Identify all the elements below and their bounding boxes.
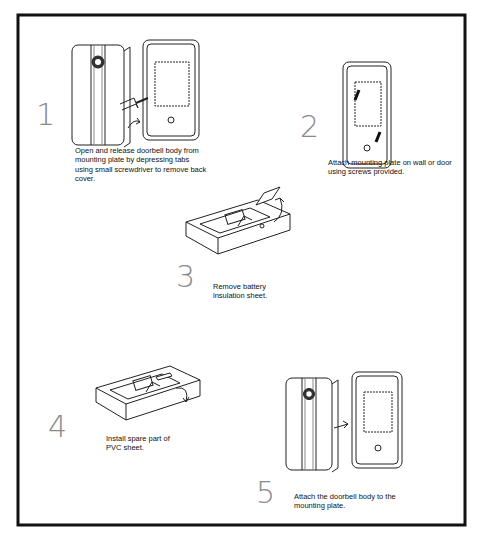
pvc-sheet (156, 373, 189, 402)
step-number: 3 (176, 262, 195, 292)
step-number: 4 (48, 412, 67, 442)
step-number: 1 (36, 100, 55, 130)
mounting-plate (352, 372, 402, 468)
step-caption: Attach mounting plate on wall or door us… (328, 158, 456, 177)
step-number: 5 (256, 478, 275, 508)
screwdriver (120, 98, 148, 128)
doorbell-back (96, 366, 200, 420)
mounting-plate (343, 62, 391, 168)
doorbell-back (186, 200, 290, 254)
step-caption: Remove battery insulation sheet. (213, 282, 293, 301)
doorbell-body (286, 378, 338, 472)
insulation-sheet (256, 187, 284, 222)
mounting-plate (143, 40, 199, 140)
attach-arrow (334, 421, 348, 428)
doorbell-body (72, 45, 130, 147)
step-caption: Install spare part of PVC sheet. (106, 434, 186, 453)
step-caption: Attach the doorbell body to the mounting… (294, 492, 404, 511)
step-number: 2 (300, 112, 319, 142)
step-caption: Open and release doorbell body from moun… (75, 146, 207, 184)
frame (18, 15, 465, 525)
